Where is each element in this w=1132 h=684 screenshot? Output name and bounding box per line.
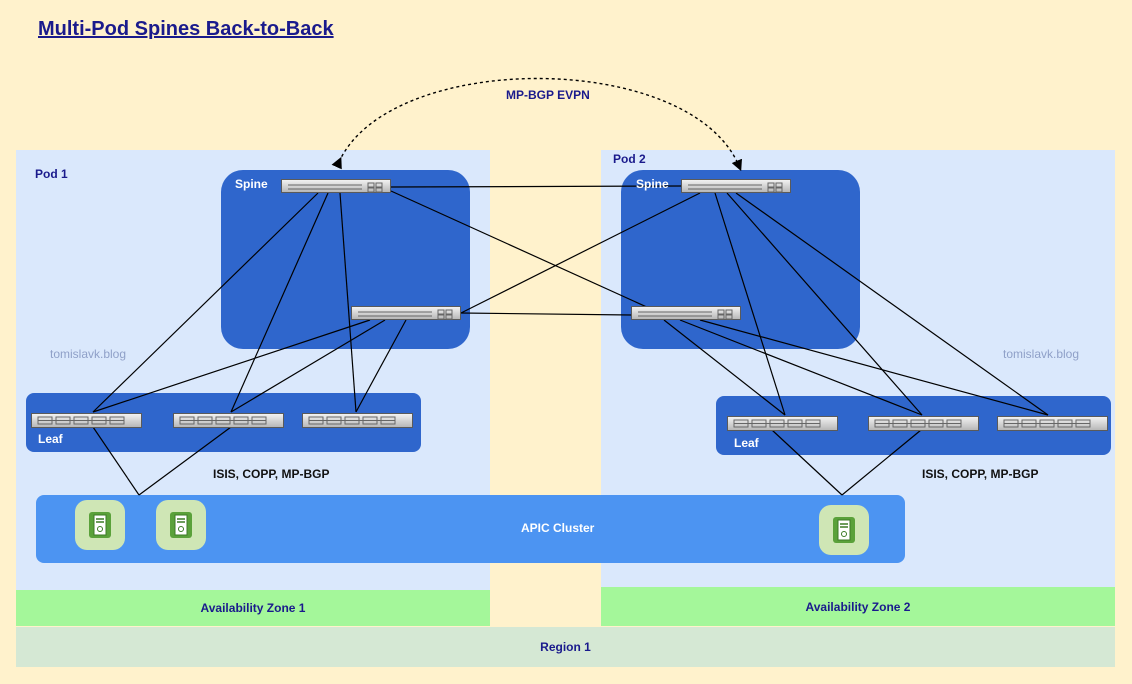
link: [699, 319, 1049, 416]
pod-1-spine-label: Spine: [235, 177, 268, 191]
pod-2-leaf-label: Leaf: [734, 436, 759, 450]
mp-bgp-evpn-arc: [331, 77, 742, 172]
pod-1-leaf-label: Leaf: [38, 432, 63, 446]
link: [138, 426, 232, 496]
spine-switch-ports: [288, 182, 383, 193]
link: [92, 426, 140, 496]
link: [390, 185, 682, 188]
spine-switch-ports: [638, 309, 733, 320]
apic-cluster-label: APIC Cluster: [521, 521, 595, 535]
leaf-switch-icon: [173, 413, 284, 428]
diagram-title: Multi-Pod Spines Back-to-Back: [38, 18, 334, 40]
spine-switch-icon: [351, 306, 461, 320]
link: [230, 192, 329, 413]
apic-server-icon: [75, 500, 125, 550]
mp-bgp-evpn-label: MP-BGP EVPN: [506, 88, 590, 102]
availability-zone-1-label: Availability Zone 1: [200, 601, 306, 615]
link: [714, 192, 786, 416]
apic-server-icon: [156, 500, 206, 550]
apic-server-icon: [819, 505, 869, 555]
leaf-switch-ports: [874, 419, 962, 428]
link: [460, 192, 701, 314]
leaf-switch-icon: [997, 416, 1108, 431]
leaf-switch-icon: [31, 413, 142, 428]
leaf-switch-icon: [727, 416, 838, 431]
pod-1-label: Pod 1: [35, 167, 68, 181]
spine-switch-icon: [631, 306, 741, 320]
leaf-switch-icon: [302, 413, 413, 428]
availability-zone-1: Availability Zone 1: [16, 590, 490, 626]
leaf-switch-ports: [308, 416, 396, 425]
leaf-switch-ports: [733, 419, 821, 428]
pod-2-watermark: tomislavk.blog: [1003, 347, 1080, 361]
link: [92, 319, 371, 413]
link: [841, 429, 922, 496]
leaf-switch-ports: [1003, 419, 1091, 428]
server-glyph: [89, 512, 111, 538]
link: [679, 319, 923, 416]
leaf-switch-ports: [37, 416, 125, 425]
link: [390, 190, 661, 314]
server-glyph: [170, 512, 192, 538]
spine-switch-ports: [688, 182, 783, 193]
spine-switch-icon: [681, 179, 791, 193]
server-glyph: [833, 517, 855, 543]
pod-1-watermark: tomislavk.blog: [50, 347, 127, 361]
pod-2-spine-label: Spine: [636, 177, 669, 191]
region-label: Region 1: [540, 640, 591, 654]
availability-zone-2-label: Availability Zone 2: [805, 599, 911, 614]
leaf-switch-ports: [179, 416, 267, 425]
link: [230, 319, 386, 413]
link: [355, 319, 407, 413]
pod-2-protocols: ISIS, COPP, MP-BGP: [922, 467, 1039, 481]
availability-zone-2: Availability Zone 2: [601, 587, 1115, 626]
link: [663, 319, 786, 416]
link: [460, 312, 632, 316]
link: [735, 192, 1049, 416]
spine-switch-ports: [358, 309, 453, 320]
region: Region 1: [16, 627, 1115, 667]
pod-1-protocols: ISIS, COPP, MP-BGP: [213, 467, 330, 481]
leaf-switch-icon: [868, 416, 979, 431]
link: [771, 429, 843, 496]
link: [726, 192, 923, 416]
link: [92, 192, 319, 413]
spine-switch-icon: [281, 179, 391, 193]
link: [339, 192, 357, 413]
